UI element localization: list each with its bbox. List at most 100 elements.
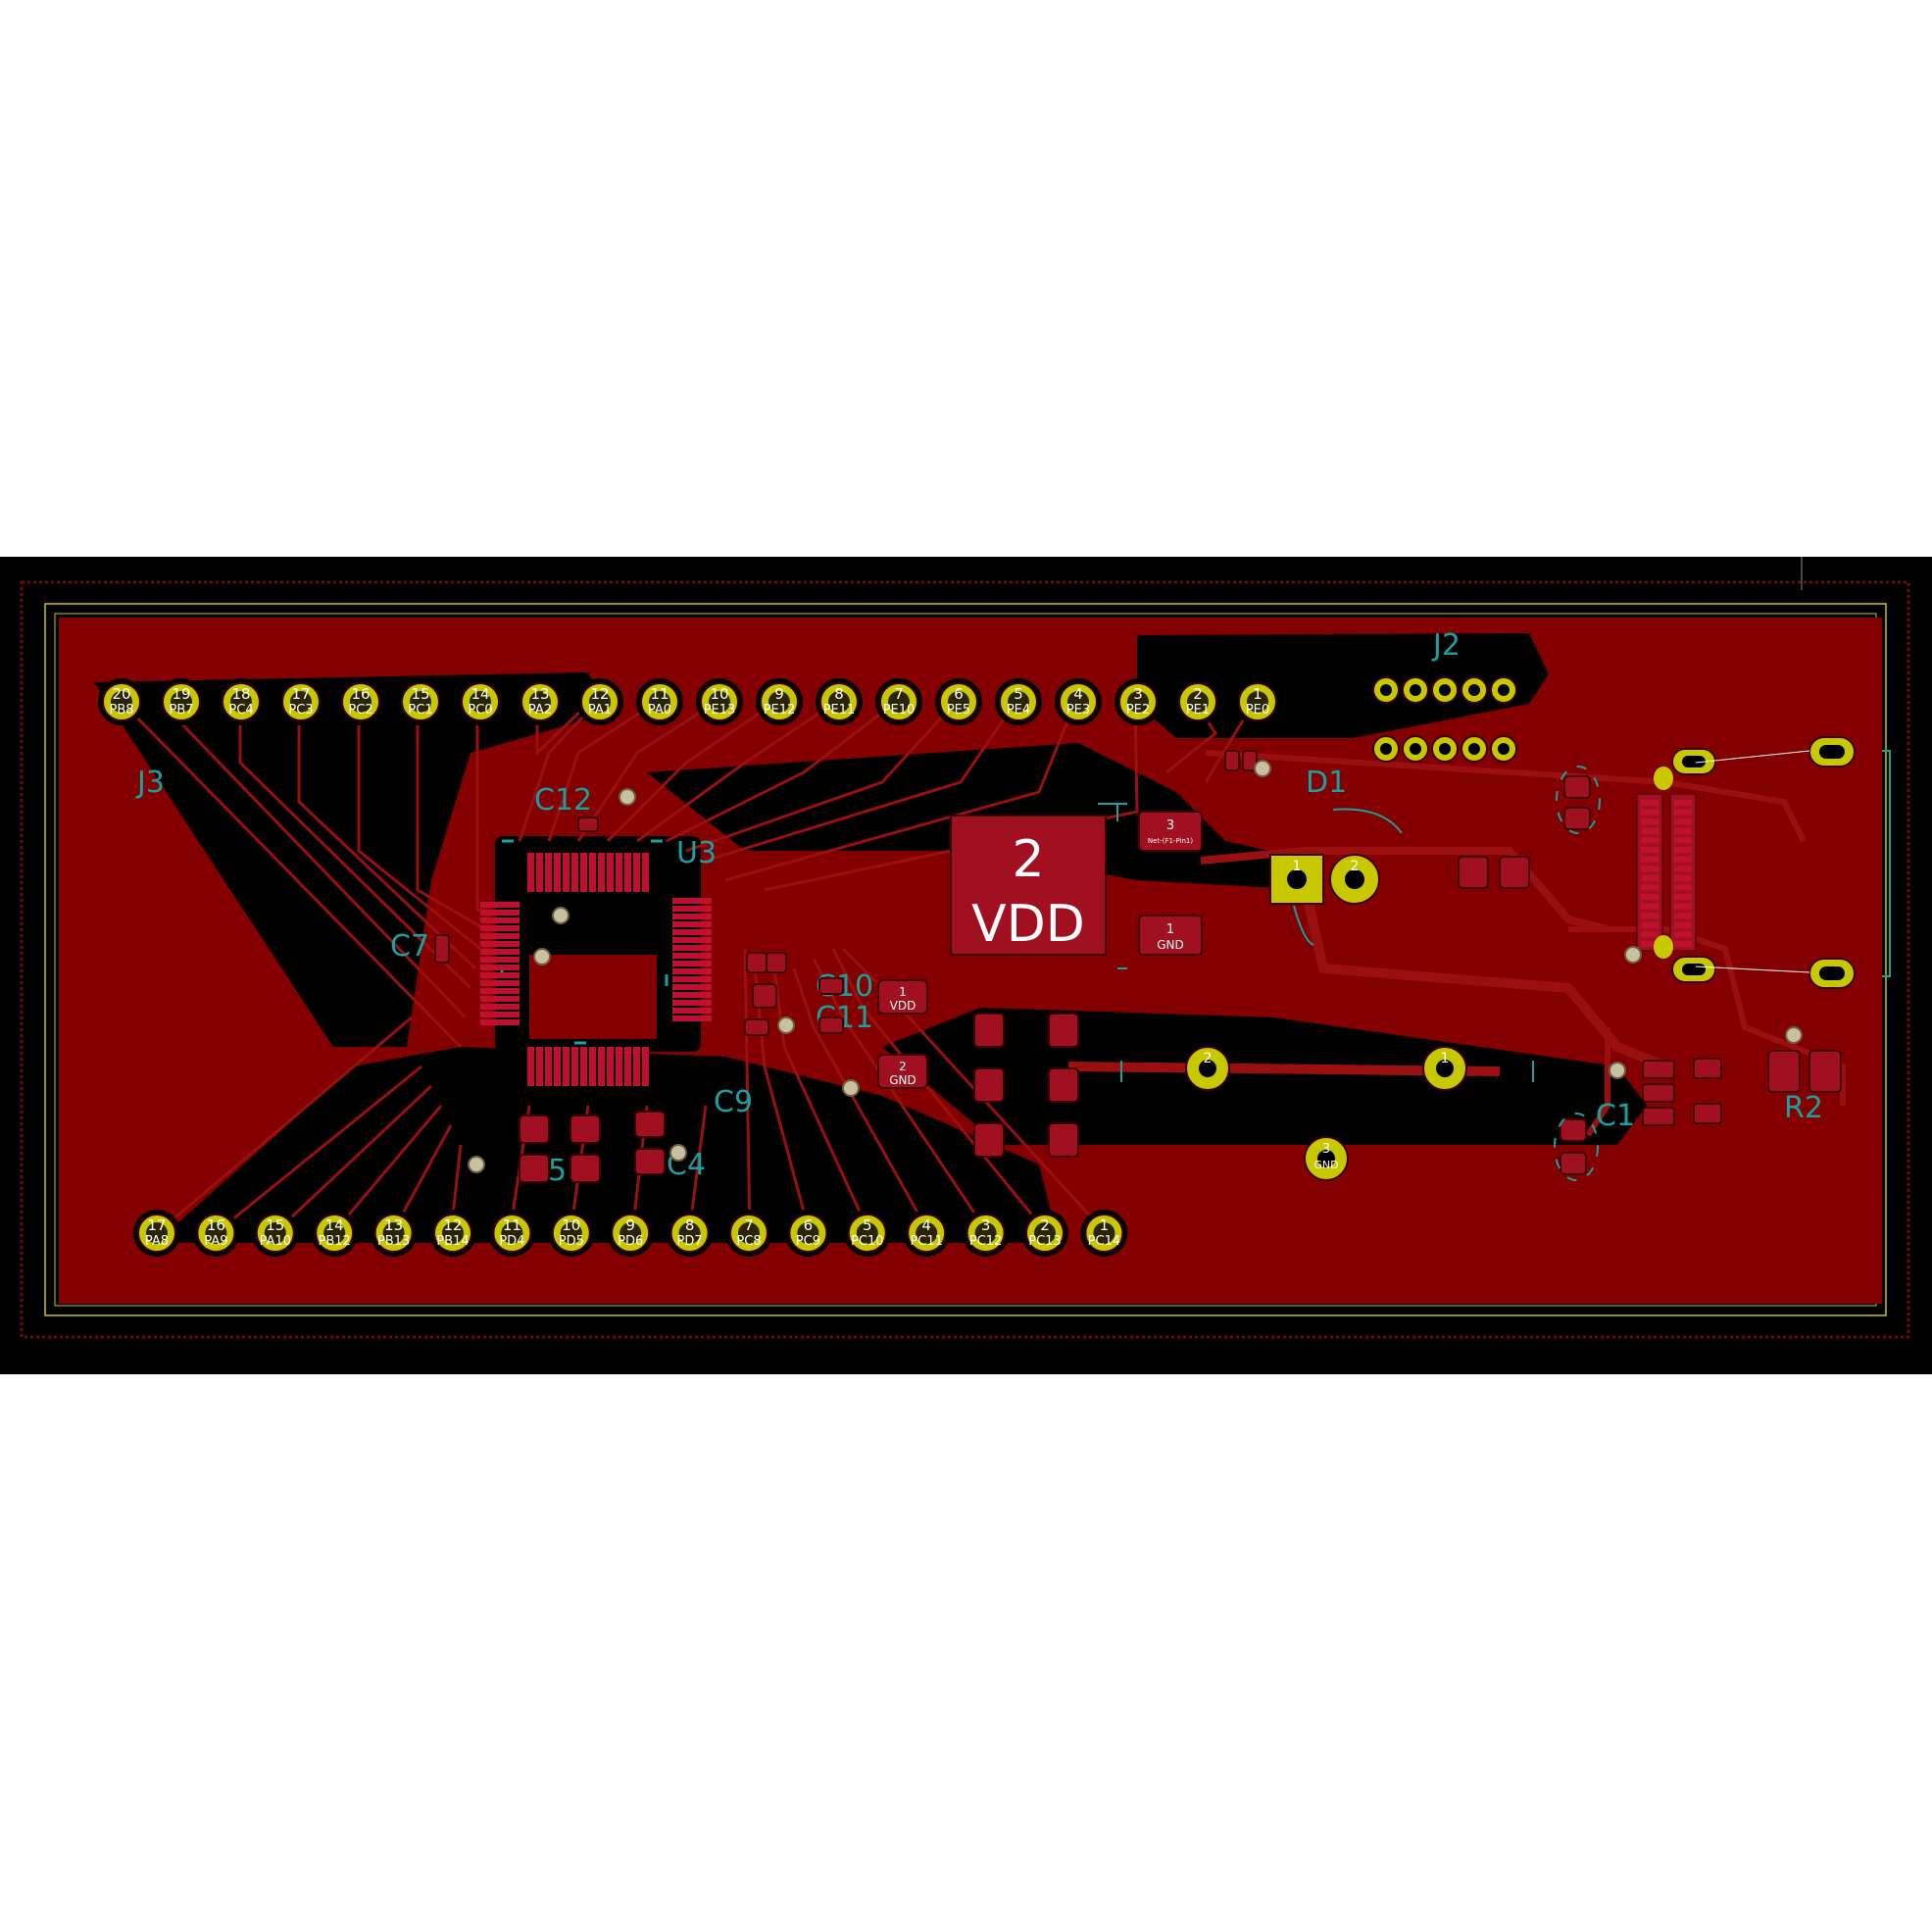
- u3-pin: [672, 914, 712, 919]
- bottom-header-pin-net: PC14: [1088, 1234, 1120, 1249]
- svg-text:GND: GND: [1313, 1159, 1338, 1171]
- j2-pin[interactable]: [1372, 735, 1400, 763]
- j2-pin[interactable]: [1402, 735, 1429, 763]
- u3-pin: [527, 853, 534, 892]
- gnd-pad[interactable]: 3 GND: [1304, 1136, 1349, 1181]
- top-header-pin-net: PE3: [1066, 703, 1090, 718]
- usb-pin: [1674, 894, 1692, 900]
- u3-pin: [536, 853, 543, 892]
- usb-pins: [1641, 800, 1692, 947]
- fanout-traces: [120, 700, 1846, 1235]
- j2-pin[interactable]: [1372, 676, 1400, 704]
- regulator-pad-3[interactable]: 3 Net-(F1-Pin1): [1138, 811, 1203, 852]
- usb-pin: [1674, 866, 1692, 872]
- regulator-pad-1[interactable]: 1 GND: [1138, 915, 1203, 956]
- smd-capacitors: [434, 750, 1842, 1183]
- vdd-large-pad[interactable]: 2 VDD: [950, 815, 1107, 956]
- bottom-header-pin-number: 7: [744, 1216, 754, 1234]
- svg-text:VDD: VDD: [971, 895, 1085, 954]
- u3-pin: [480, 1004, 520, 1010]
- bottom-header-pin-number: 17: [147, 1216, 166, 1234]
- c12-refdes: C12: [534, 783, 592, 817]
- top-header-pin-net: PE4: [1007, 703, 1030, 718]
- top-header-pin-number: 9: [774, 685, 784, 703]
- small-pad-vdd[interactable]: 1 VDD: [877, 979, 928, 1015]
- bottom-header-pin-number: 9: [625, 1216, 635, 1234]
- j2-pin[interactable]: [1431, 735, 1459, 763]
- top-header-pin-net: PC4: [228, 703, 253, 718]
- bottom-header-pin-number: 11: [503, 1216, 521, 1234]
- usb-pin: [1641, 856, 1659, 863]
- mid-pad-2[interactable]: 2: [1185, 1046, 1230, 1091]
- usb-connector[interactable]: [1636, 736, 1891, 989]
- j2-pin[interactable]: [1461, 676, 1488, 704]
- d1-pin-1[interactable]: 1: [1269, 854, 1324, 905]
- j2-pin[interactable]: [1490, 735, 1517, 763]
- u3-pin: [571, 1047, 578, 1086]
- top-header-pin-number: 10: [710, 685, 728, 703]
- u3-pin: [672, 929, 712, 935]
- bottom-header-pin-number: 15: [266, 1216, 284, 1234]
- small-pad-gnd[interactable]: 2 GND: [877, 1054, 928, 1089]
- j2-pin[interactable]: [1461, 735, 1488, 763]
- u3-pin: [598, 1047, 605, 1086]
- bottom-header-pin-number: 14: [325, 1216, 344, 1234]
- bottom-header-pin-net: PD6: [618, 1234, 643, 1249]
- bottom-header-pin-net: PB13: [377, 1234, 410, 1249]
- pcb-layout[interactable]: 20PB819PB718PC417PC316PC215PC114PC013PA2…: [0, 557, 1932, 1374]
- u3-pin: [672, 953, 712, 959]
- u3-pin: [607, 1047, 614, 1086]
- j2-pin[interactable]: [1402, 676, 1429, 704]
- top-header-pin-net: PC0: [468, 703, 492, 718]
- mid-pad-1[interactable]: 1: [1422, 1046, 1467, 1091]
- u3-pin: [545, 853, 552, 892]
- bottom-header-pin-net: PB12: [319, 1234, 351, 1249]
- u3-pin: [589, 853, 596, 892]
- top-header-pin-number: 14: [471, 685, 489, 703]
- u3-pin: [672, 984, 712, 990]
- j2-pin[interactable]: [1431, 676, 1459, 704]
- j2-pin[interactable]: [1490, 676, 1517, 704]
- u3-ic[interactable]: [480, 839, 712, 1086]
- vias: [468, 760, 1803, 1173]
- d1-pin-2[interactable]: 2: [1329, 854, 1380, 905]
